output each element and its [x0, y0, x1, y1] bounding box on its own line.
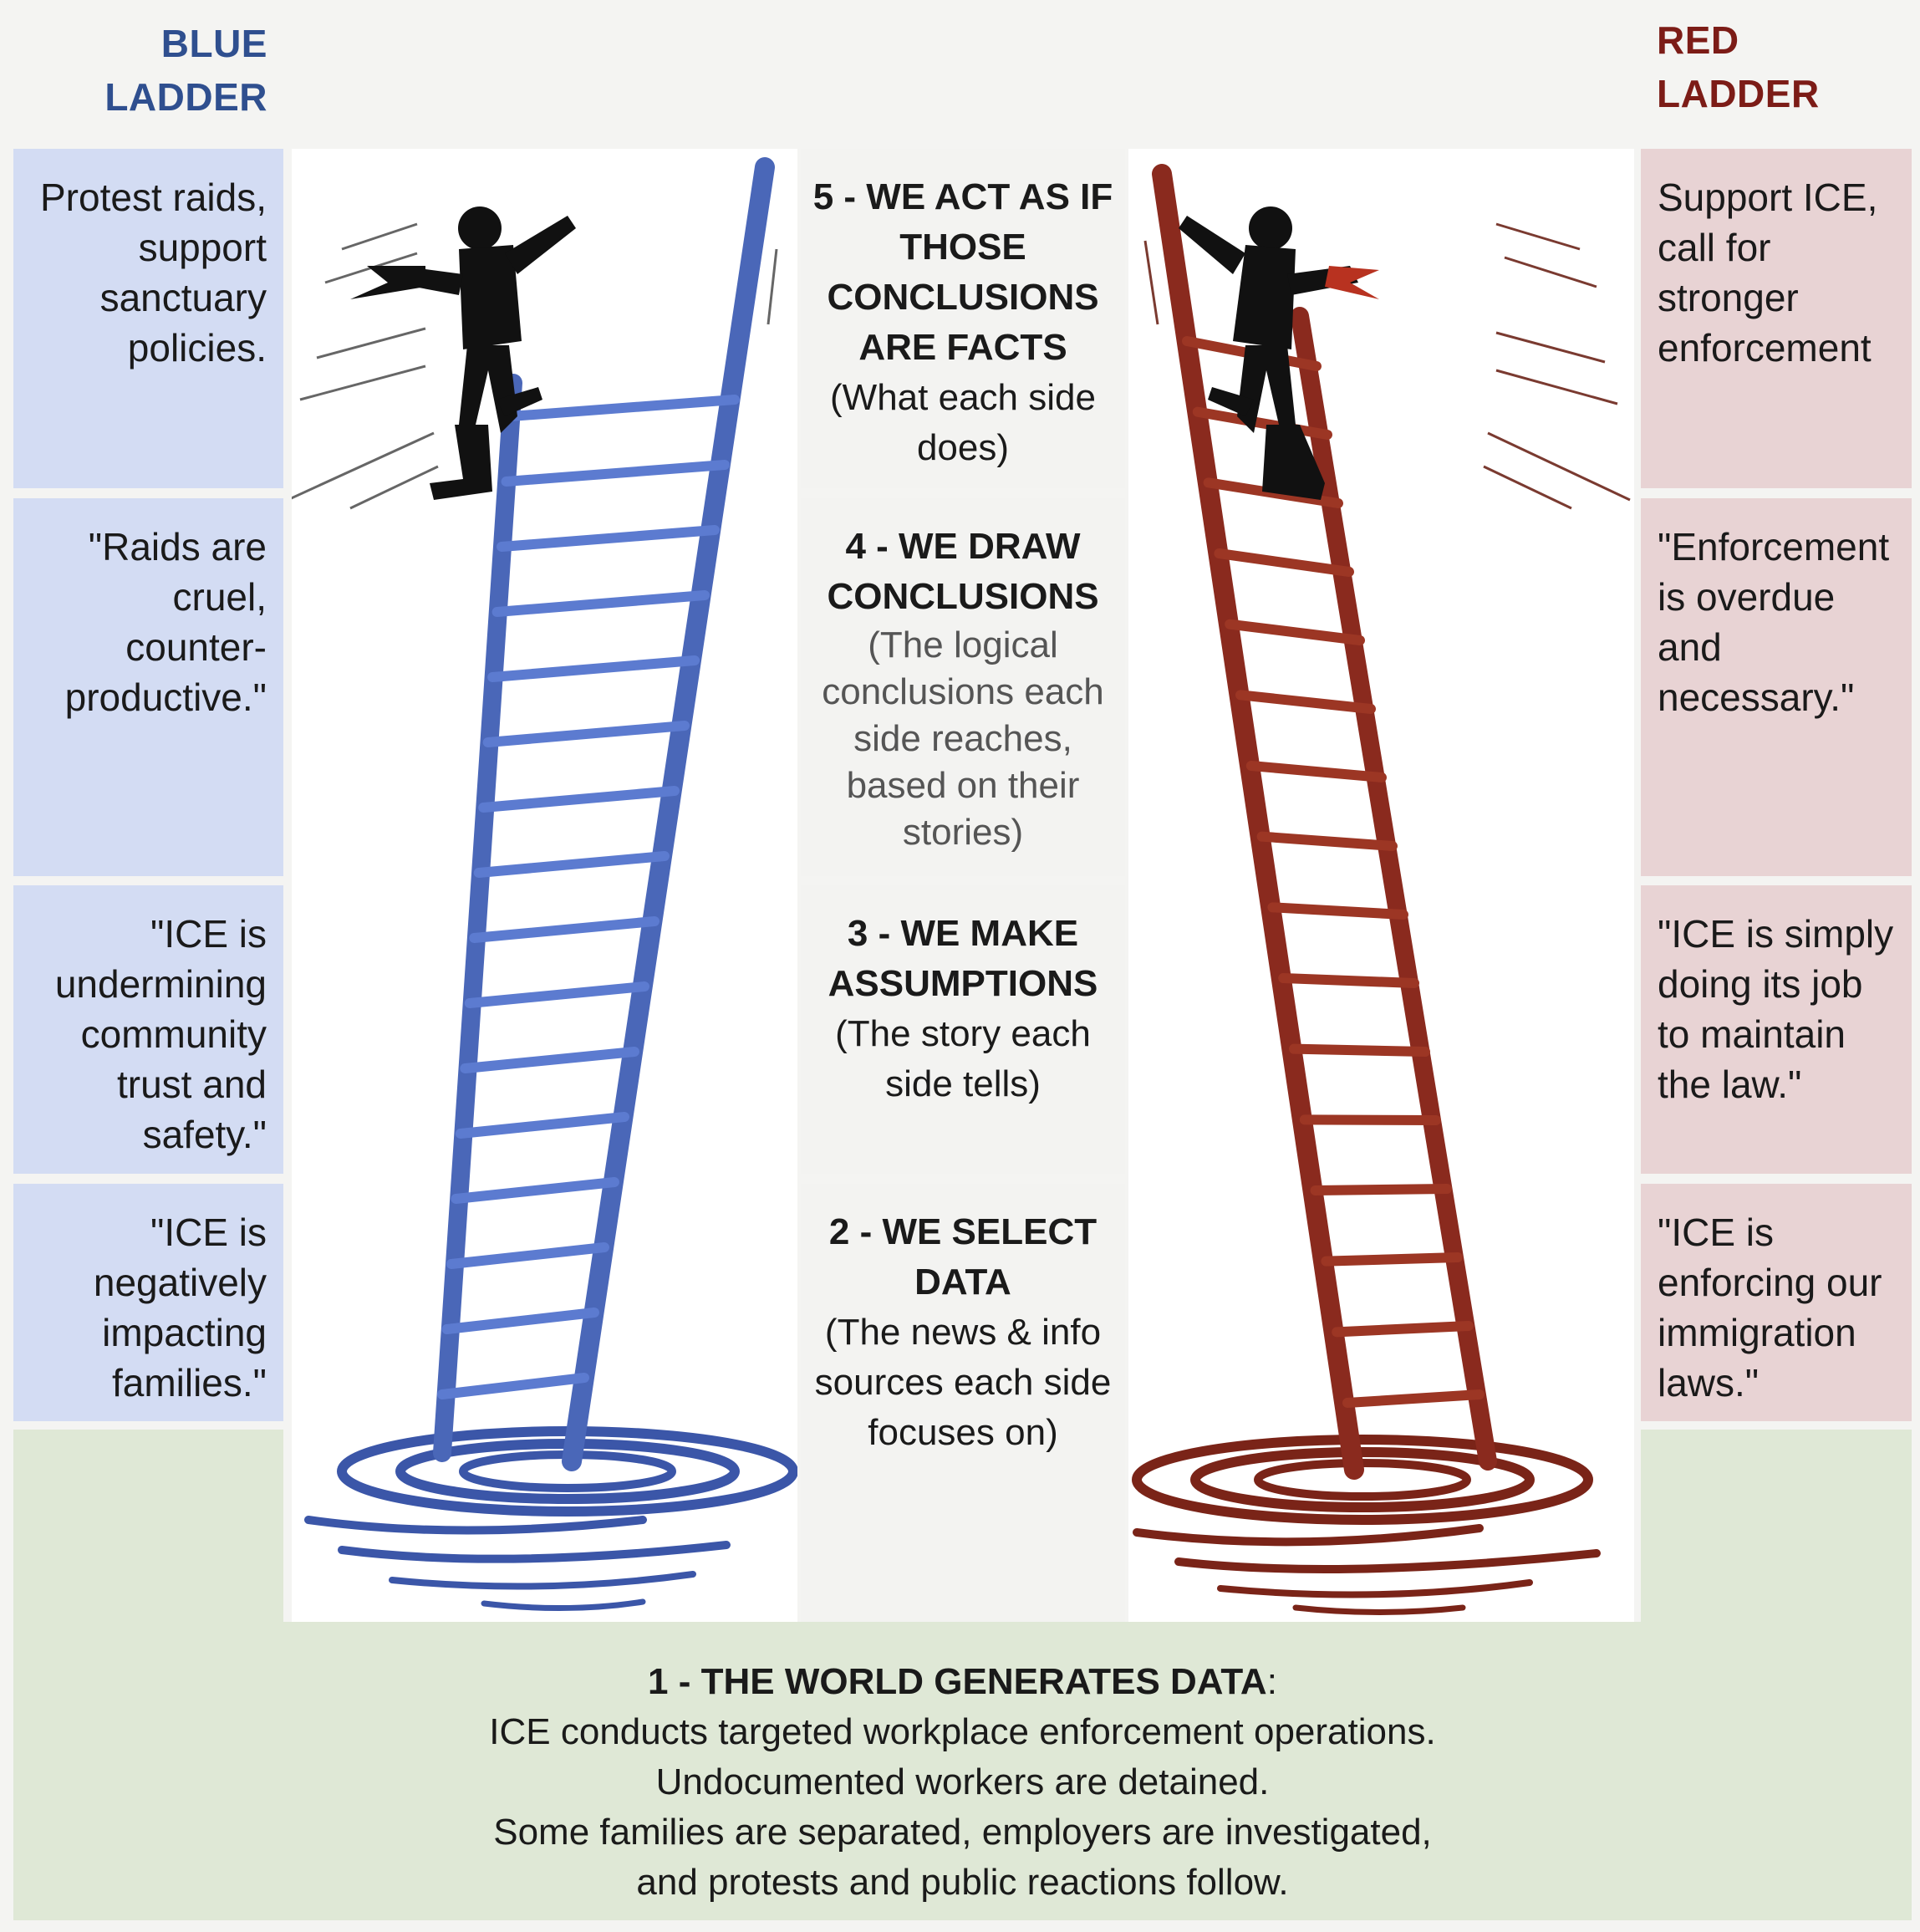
ladder-rung	[437, 1373, 589, 1399]
ladder-rung	[469, 916, 660, 943]
ladder-rung	[1278, 973, 1419, 988]
ladder-rung	[1214, 548, 1354, 577]
red-ladder-illustration	[1132, 164, 1631, 1615]
ladder-rung	[451, 1177, 619, 1204]
red-ladder-rungs	[1182, 336, 1485, 1408]
world-title: 1 - THE WORLD GENERATES DATA	[648, 1661, 1267, 1702]
ladder-rung	[1192, 406, 1332, 440]
world-title-colon: :	[1266, 1661, 1277, 1702]
blue-step-4-box: "Raids are cruel, counter-productive."	[13, 498, 283, 876]
blue-step-3-text: "ICE is undermining community trust and …	[54, 912, 267, 1156]
red-ladder-rails	[1152, 164, 1497, 1480]
ladder-rung	[446, 1242, 609, 1269]
red-step-4-box: "Enforcement is overdue and necessary."	[1641, 498, 1912, 876]
ladder-rung	[460, 1047, 639, 1073]
ladder-rung	[487, 655, 700, 682]
blue-step-3-box: "ICE is undermining community trust and …	[13, 885, 283, 1174]
red-ladder-header: RED LADDER	[1657, 13, 1907, 120]
blue-step-2-box: "ICE is negatively impacting families."	[13, 1184, 283, 1421]
red-water-ripples	[1132, 1435, 1601, 1615]
step-5-desc: (What each side does)	[830, 377, 1096, 468]
blue-base-panel	[13, 1430, 283, 1622]
blue-step-5-box: Protest raids, support sanctuary policie…	[13, 149, 283, 488]
red-step-2-text: "ICE is enforcing our immigration laws."	[1658, 1211, 1882, 1404]
ladder-rung	[1267, 902, 1408, 920]
ladder-rung	[473, 851, 670, 878]
world-data-panel: 1 - THE WORLD GENERATES DATA: ICE conduc…	[13, 1622, 1912, 1920]
red-step-5-box: Support ICE, call for stronger enforceme…	[1641, 149, 1912, 488]
ladder-rung	[506, 395, 740, 421]
red-step-3-box: "ICE is simply doing its job to maintain…	[1641, 885, 1912, 1174]
blue-climber-silhouette	[350, 206, 576, 500]
ladder-rung	[464, 981, 649, 1008]
step-3-box: 3 - WE MAKE ASSUMPTIONS (The story each …	[801, 885, 1125, 1174]
ladder-rung	[1256, 831, 1398, 851]
red-header-line-2: LADDER	[1657, 72, 1820, 115]
red-step-2-box: "ICE is enforcing our immigration laws."	[1641, 1184, 1912, 1421]
ladder-rung	[478, 786, 680, 813]
blue-step-5-text: Protest raids, support sanctuary policie…	[40, 176, 267, 370]
ladder-rung	[1245, 761, 1387, 782]
red-base-panel	[1641, 1430, 1912, 1622]
step-3-desc: (The story each side tells)	[835, 1013, 1091, 1104]
ladder-rung	[1332, 1321, 1474, 1338]
ladder-rung	[1289, 1043, 1430, 1057]
blue-ladder-panel	[292, 149, 797, 1622]
red-header-line-1: RED	[1657, 18, 1739, 62]
world-line-4: and protests and public reactions follow…	[636, 1862, 1289, 1903]
step-3-title: 3 - WE MAKE ASSUMPTIONS	[828, 913, 1098, 1004]
ladder-rung	[501, 460, 730, 487]
step-4-desc: (The logical conclusions each side reach…	[822, 624, 1104, 853]
step-2-box: 2 - WE SELECT DATA (The news & info sour…	[801, 1184, 1125, 1622]
blue-ladder-illustration	[292, 157, 797, 1612]
blue-motion-lines	[292, 222, 778, 510]
red-climber-silhouette	[1179, 206, 1379, 500]
world-line-2: Undocumented workers are detained.	[655, 1761, 1270, 1802]
blue-water-ripples	[304, 1426, 797, 1612]
red-step-5-text: Support ICE, call for stronger enforceme…	[1658, 176, 1878, 370]
ladder-rung	[441, 1308, 599, 1334]
blue-header-line-2: LADDER	[104, 75, 267, 119]
step-5-box: 5 - WE ACT AS IF THOSE CONCLUSIONS ARE F…	[801, 149, 1125, 488]
blue-step-4-text: "Raids are cruel, counter-productive."	[64, 525, 267, 719]
ladder-rung	[455, 1112, 629, 1139]
world-line-1: ICE conducts targeted workplace enforcem…	[489, 1711, 1436, 1752]
blue-header-line-1: BLUE	[160, 22, 267, 65]
blue-ladder-header: BLUE LADDER	[33, 17, 267, 124]
blue-ladder-rungs	[437, 395, 740, 1399]
world-title-line: 1 - THE WORLD GENERATES DATA:	[13, 1657, 1912, 1707]
red-step-4-text: "Enforcement is overdue and necessary."	[1658, 525, 1890, 719]
ladder-rung	[491, 590, 710, 617]
step-4-title: 4 - WE DRAW CONCLUSIONS	[827, 526, 1099, 617]
blue-step-2-text: "ICE is negatively impacting families."	[93, 1211, 267, 1404]
step-5-title: 5 - WE ACT AS IF THOSE CONCLUSIONS ARE F…	[812, 176, 1113, 368]
ladder-rung	[1310, 1184, 1452, 1195]
world-line-3: Some families are separated, employers a…	[493, 1812, 1432, 1853]
ladder-rung	[482, 721, 690, 747]
ladder-rung	[1321, 1252, 1463, 1267]
ladder-rung	[1342, 1389, 1485, 1408]
step-2-desc: (The news & info sources each side focus…	[814, 1312, 1112, 1453]
ladder-rung	[1235, 690, 1376, 714]
step-2-title: 2 - WE SELECT DATA	[828, 1211, 1098, 1302]
red-step-3-text: "ICE is simply doing its job to maintain…	[1658, 912, 1894, 1106]
red-motion-lines	[1143, 222, 1631, 510]
ladder-rung	[1299, 1114, 1441, 1125]
red-ladder-panel	[1128, 149, 1634, 1622]
step-4-box: 4 - WE DRAW CONCLUSIONS (The logical con…	[801, 498, 1125, 876]
ladder-rung	[1225, 619, 1365, 645]
ladder-rung	[497, 525, 720, 552]
